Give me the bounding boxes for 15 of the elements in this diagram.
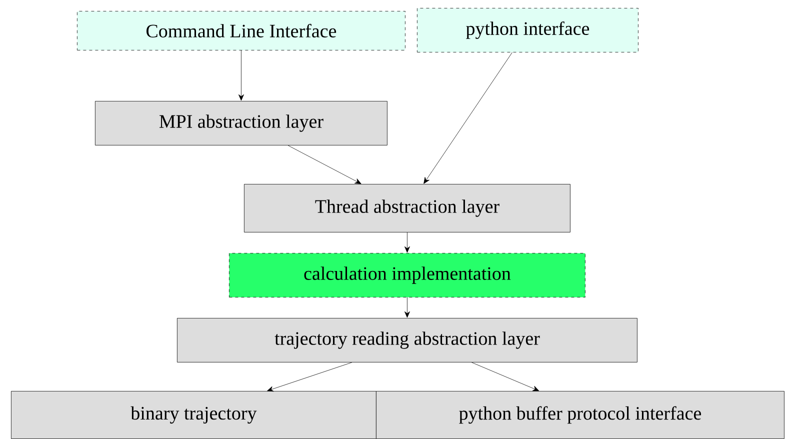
arrow <box>404 297 410 318</box>
layer-box: Thread abstraction layer <box>244 184 570 232</box>
interface-box: Command Line Interface <box>77 11 406 50</box>
arrow <box>267 362 352 392</box>
arrow <box>404 232 410 253</box>
layer-box: python buffer protocol interface <box>376 391 784 439</box>
layer-box: MPI abstraction layer <box>95 101 388 146</box>
interface-box: python interface <box>417 8 638 52</box>
arrow <box>288 145 362 184</box>
layer-box: trajectory reading abstraction layer <box>177 318 638 362</box>
arrow <box>424 52 512 184</box>
implementation-box: calculation implementation <box>229 253 586 298</box>
arrow <box>238 50 244 101</box>
layer-box: binary trajectory <box>11 391 376 439</box>
arrow <box>471 362 540 392</box>
